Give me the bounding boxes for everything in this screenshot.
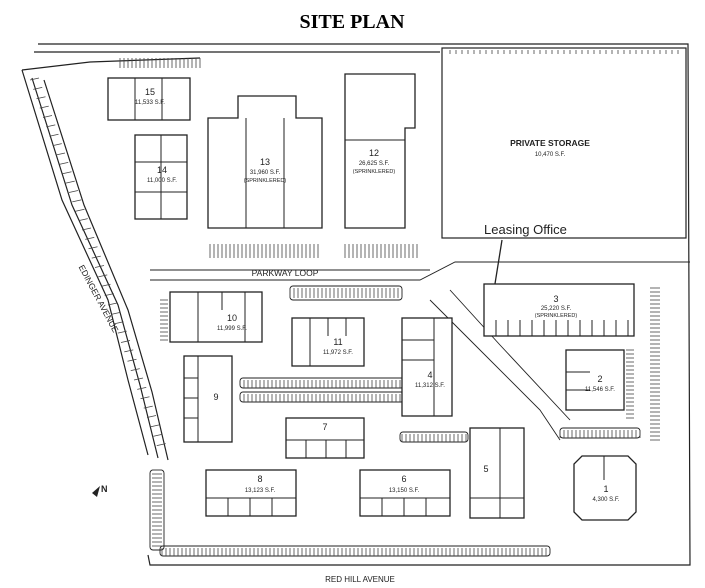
building-number: 8 <box>257 474 262 484</box>
building-size: 11,972 S.F. <box>323 350 353 356</box>
building-15[interactable]: 15 11,533 S.F. <box>107 77 191 121</box>
parkway-loop-label: PARKWAY LOOP <box>252 268 319 278</box>
building-2[interactable]: 2 11,546 S.F. <box>565 349 625 411</box>
building-9[interactable]: 9 <box>183 355 233 443</box>
building-1[interactable]: 1 4,300 S.F. <box>573 455 637 521</box>
building-note: (SPRINKLERED) <box>535 313 578 319</box>
building-number: 15 <box>145 87 155 97</box>
private-storage-size: 10,470 S.F. <box>535 152 566 158</box>
building-size: 11,999 S.F. <box>217 326 247 332</box>
building-4[interactable]: 4 11,312 S.F. <box>401 317 453 417</box>
building-size: 11,546 S.F. <box>585 387 615 393</box>
private-storage-label: PRIVATE STORAGE <box>510 138 590 148</box>
north-arrow: N <box>92 484 108 497</box>
building-size: 13,150 S.F. <box>389 488 420 494</box>
building-12[interactable]: 12 26,625 S.F. (SPRINKLERED) <box>344 73 416 229</box>
building-number: 3 <box>553 294 558 304</box>
edinger-parking-stripes <box>29 77 166 447</box>
north-label: N <box>101 484 108 494</box>
building-size: 11,312 S.F. <box>415 383 445 389</box>
building-number: 13 <box>260 157 270 167</box>
building-13[interactable]: 13 31,960 S.F. (SPRINKLERED) <box>207 95 323 229</box>
building-number: 4 <box>427 370 432 380</box>
building-5[interactable]: 5 <box>469 427 525 519</box>
building-size: 31,960 S.F. <box>250 170 281 176</box>
parking-rows <box>119 58 660 556</box>
building-number: 6 <box>401 474 406 484</box>
building-number: 1 <box>603 484 608 494</box>
red-hill-avenue-label: RED HILL AVENUE <box>325 575 395 584</box>
building-11[interactable]: 11 11,972 S.F. <box>291 317 365 367</box>
building-8[interactable]: 8 13,123 S.F. <box>205 469 297 517</box>
building-size: 25,220 S.F. <box>541 306 572 312</box>
north-arrow-icon <box>92 486 100 497</box>
buildings: 15 11,533 S.F. 14 11,000 S.F. 13 31,960 … <box>107 73 637 521</box>
edinger-avenue-label: EDINGER AVENUE <box>77 263 121 334</box>
building-number: 14 <box>157 165 167 175</box>
site-perimeter <box>21 43 691 566</box>
private-storage-area: PRIVATE STORAGE 10,470 S.F. <box>441 47 687 239</box>
building-number: 11 <box>333 337 342 347</box>
building-7[interactable]: 7 <box>285 417 365 459</box>
building-number: 7 <box>322 422 327 432</box>
building-size: 26,625 S.F. <box>359 161 390 167</box>
building-number: 10 <box>227 313 237 323</box>
building-number: 9 <box>213 392 218 402</box>
building-6[interactable]: 6 13,150 S.F. <box>359 469 451 517</box>
building-size: 11,000 S.F. <box>147 178 177 184</box>
building-number: 5 <box>483 464 488 474</box>
building-3[interactable]: 3 25,220 S.F. (SPRINKLERED) <box>483 283 635 337</box>
leasing-office-label: Leasing Office <box>484 222 567 237</box>
building-note: (SPRINKLERED) <box>244 178 287 184</box>
building-note: (SPRINKLERED) <box>353 169 396 175</box>
building-10[interactable]: 10 11,999 S.F. <box>169 291 263 343</box>
building-number: 2 <box>597 374 602 384</box>
building-number: 12 <box>369 148 379 158</box>
building-size: 4,300 S.F. <box>592 497 619 503</box>
building-size: 13,123 S.F. <box>245 488 276 494</box>
map-title: SITE PLAN <box>299 11 405 33</box>
building-size: 11,533 S.F. <box>135 100 165 106</box>
building-14[interactable]: 14 11,000 S.F. <box>134 134 188 220</box>
